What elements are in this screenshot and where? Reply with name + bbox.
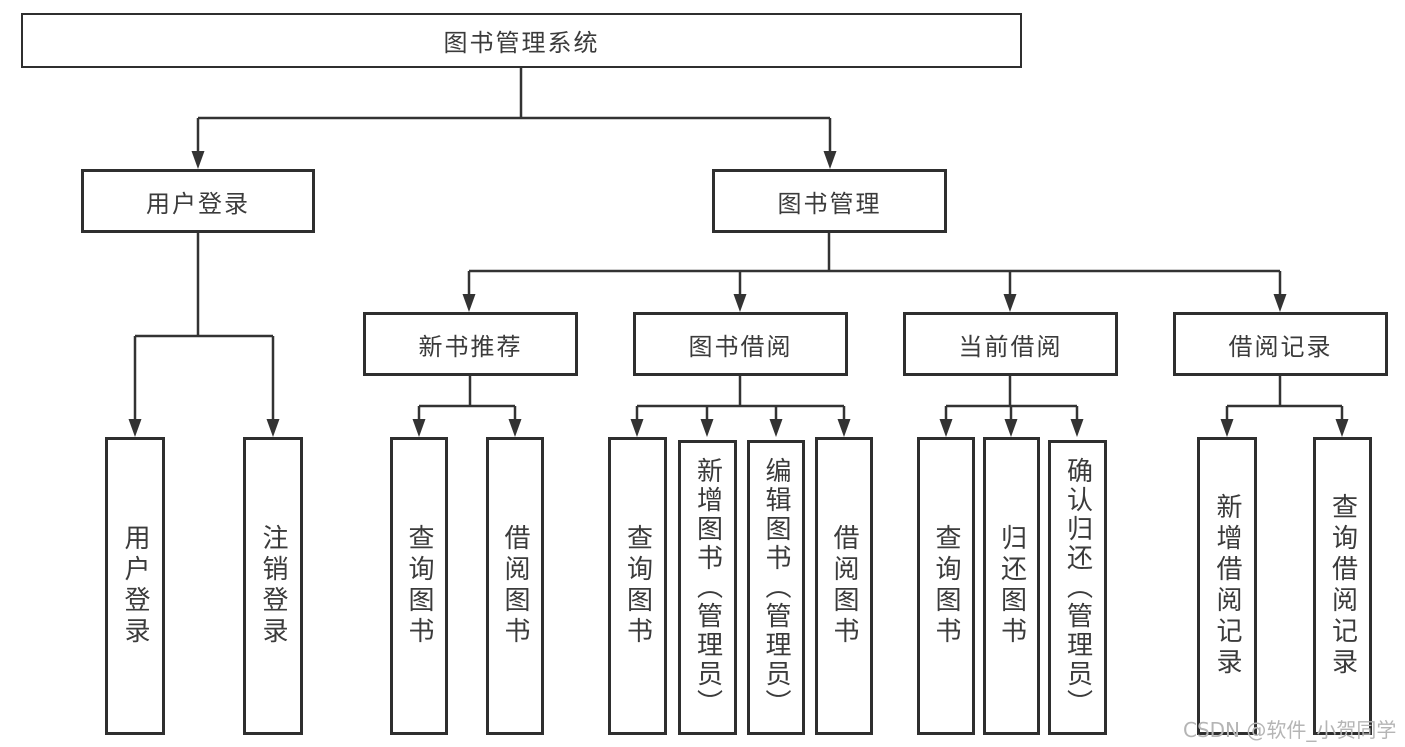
leaf-new-books-borrow-label: 借阅图书 [500,524,530,648]
leaf-borrow-borrow-label: 借阅图书 [829,524,859,648]
leaf-records-query: 查询借阅记录 [1313,437,1372,735]
leaf-current-confirm-label: 确认归还（管理员） [1062,457,1093,718]
node-book-mgmt: 图书管理 [712,169,947,233]
leaf-current-confirm: 确认归还（管理员） [1048,440,1107,735]
leaf-borrow-query-label: 查询图书 [622,524,653,648]
leaf-borrow-add-label: 新增图书（管理员） [692,457,723,718]
leaf-borrow-edit: 编辑图书（管理员） [747,440,805,735]
node-new-books: 新书推荐 [363,312,578,376]
node-root: 图书管理系统 [21,13,1022,68]
leaf-records-add-label: 新增借阅记录 [1212,493,1242,679]
leaf-logout-label: 注销登录 [258,524,288,648]
node-root-label: 图书管理系统 [443,29,600,57]
leaf-user-login-label: 用户登录 [120,524,150,648]
node-current-borrow: 当前借阅 [903,312,1118,376]
leaf-records-query-label: 查询借阅记录 [1327,493,1358,679]
leaf-borrow-query: 查询图书 [608,437,667,735]
node-borrow-records-label: 借阅记录 [1228,332,1333,361]
leaf-new-books-borrow: 借阅图书 [486,437,544,735]
leaf-new-books-query-label: 查询图书 [404,524,434,648]
leaf-records-add: 新增借阅记录 [1197,437,1257,735]
node-borrow-records: 借阅记录 [1173,312,1388,376]
node-current-borrow-label: 当前借阅 [958,332,1063,361]
node-user-login-label: 用户登录 [146,189,250,218]
leaf-borrow-borrow: 借阅图书 [815,437,873,735]
leaf-new-books-query: 查询图书 [390,437,448,735]
leaf-current-return: 归还图书 [983,437,1040,735]
node-user-login: 用户登录 [81,169,315,233]
leaf-current-query: 查询图书 [917,437,975,735]
leaf-logout: 注销登录 [243,437,303,735]
watermark: CSDN @软件_小贺同学 [1183,718,1397,742]
leaf-borrow-edit-label: 编辑图书（管理员） [761,457,791,718]
node-book-borrow-label: 图书借阅 [688,332,793,361]
node-book-borrow: 图书借阅 [633,312,848,376]
node-new-books-label: 新书推荐 [418,332,523,361]
leaf-current-query-label: 查询图书 [931,524,961,648]
leaf-borrow-add: 新增图书（管理员） [678,440,737,735]
leaf-user-login: 用户登录 [105,437,165,735]
leaf-current-return-label: 归还图书 [996,524,1027,648]
node-book-mgmt-label: 图书管理 [777,189,882,218]
